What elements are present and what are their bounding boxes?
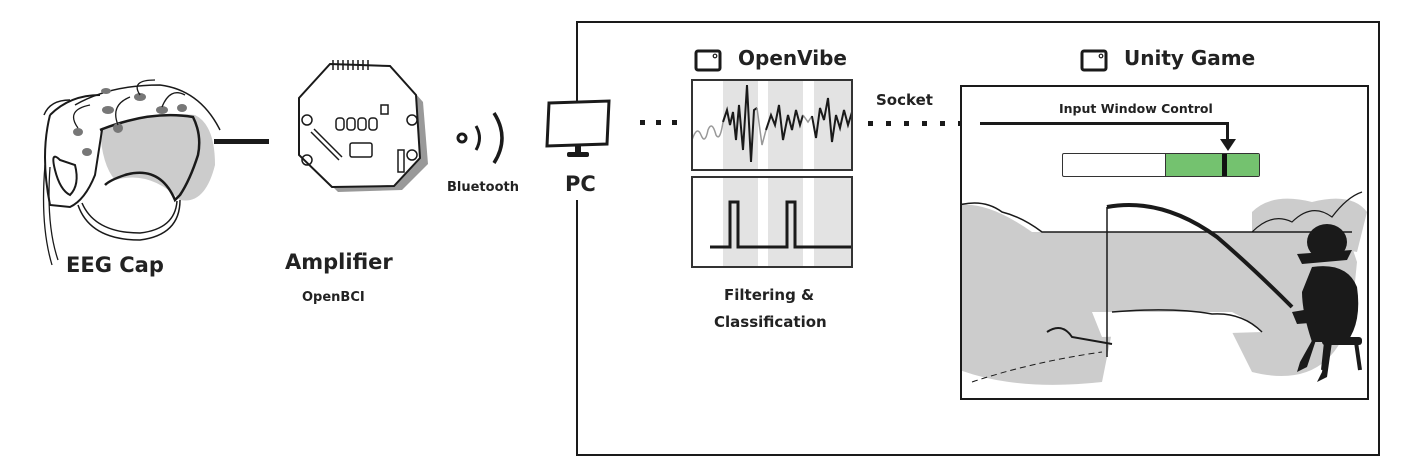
circuit-board-icon [298, 60, 428, 192]
pc-vertical-line-bottom [576, 200, 578, 454]
amplifier-sublabel: OpenBCI [302, 290, 365, 305]
eeg-signal-plot [691, 79, 853, 171]
monitor-icon [545, 99, 611, 157]
software-container [576, 21, 1380, 456]
pc-vertical-line-top [576, 21, 578, 101]
fishing-scene [962, 191, 1367, 385]
arrow-down-icon [1220, 139, 1236, 151]
input-window-control-label: Input Window Control [1059, 101, 1213, 116]
amplifier-label: Amplifier [285, 250, 393, 274]
input-window-bar [1062, 153, 1260, 177]
input-window-marker [1221, 154, 1227, 176]
input-window-active-zone [1164, 154, 1259, 176]
dotted-connector-pc [640, 120, 685, 125]
window-icon [694, 49, 722, 72]
openvibe-caption-line2: Classification [714, 313, 827, 331]
socket-arrow-line [980, 122, 1229, 125]
dotted-connector-socket [868, 121, 968, 126]
eeg-cap-label: EEG Cap [66, 253, 164, 277]
socket-arrow-stem [1226, 122, 1229, 140]
game-window [960, 85, 1369, 400]
openvibe-title: OpenVibe [738, 46, 847, 70]
fisherman-silhouette [1292, 224, 1362, 382]
bluetooth-label: Bluetooth [447, 180, 519, 195]
classification-plot [691, 176, 853, 268]
unity-game-title: Unity Game [1124, 46, 1256, 70]
wireless-signal-icon [456, 112, 504, 164]
eeg-cap-icon [42, 79, 221, 266]
connector-line [214, 139, 269, 144]
pc-label: PC [565, 172, 596, 196]
window-icon [1080, 49, 1108, 72]
socket-label: Socket [876, 91, 933, 109]
openvibe-caption-line1: Filtering & [724, 286, 815, 304]
